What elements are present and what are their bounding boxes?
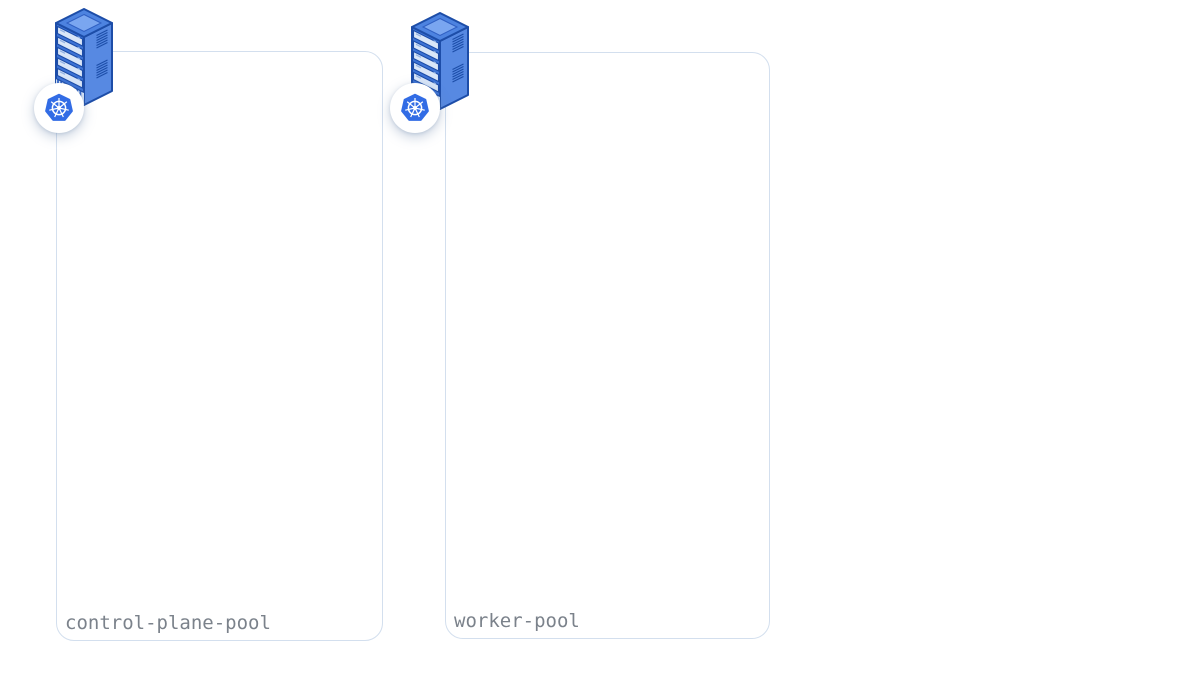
kubernetes-logo-icon (401, 93, 429, 121)
pool-name-label: control-plane-pool (65, 612, 271, 635)
pool-panel-worker: worker-pool (445, 52, 770, 639)
pool-name-label: worker-pool (454, 610, 580, 633)
pool-panel-control-plane: control-plane-pool (56, 51, 383, 641)
kubernetes-badge (390, 83, 440, 133)
